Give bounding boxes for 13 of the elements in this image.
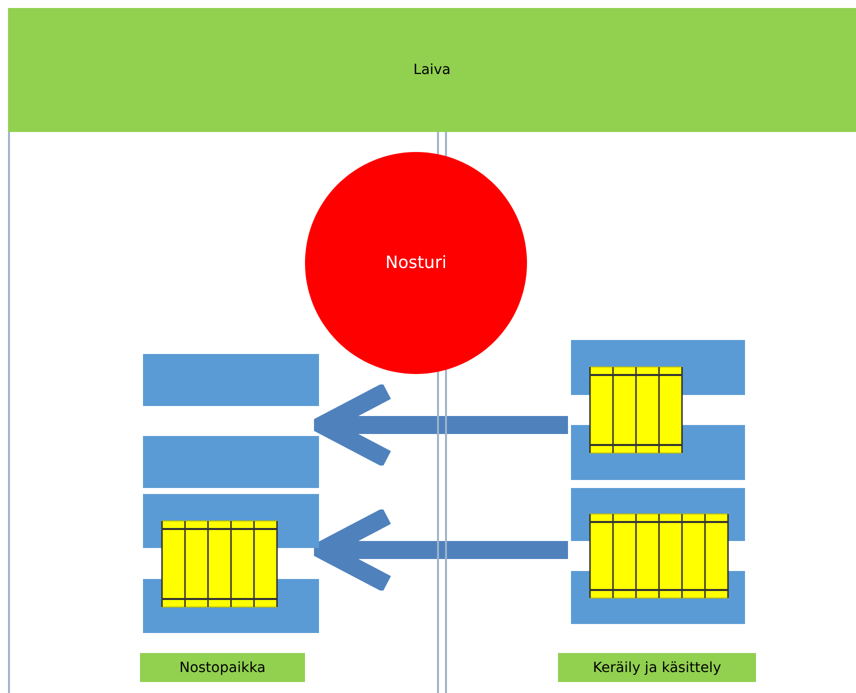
- storage-rack-drawing: [568, 338, 748, 482]
- crane-label: Nosturi: [385, 253, 447, 273]
- arrow: [313, 382, 568, 468]
- ship-label: Laiva: [413, 62, 451, 78]
- arrow: [313, 507, 568, 593]
- storage-rack-drawing: [140, 352, 322, 490]
- storage-rack-drawing: [568, 486, 748, 626]
- area-label: [140, 653, 305, 682]
- area-label: [558, 653, 756, 682]
- area-name: Nostopaikka: [179, 660, 266, 676]
- storage-rack-drawing: [140, 492, 322, 635]
- area-name: Keräily ja käsittely: [592, 660, 722, 676]
- ship-band: [8, 8, 856, 132]
